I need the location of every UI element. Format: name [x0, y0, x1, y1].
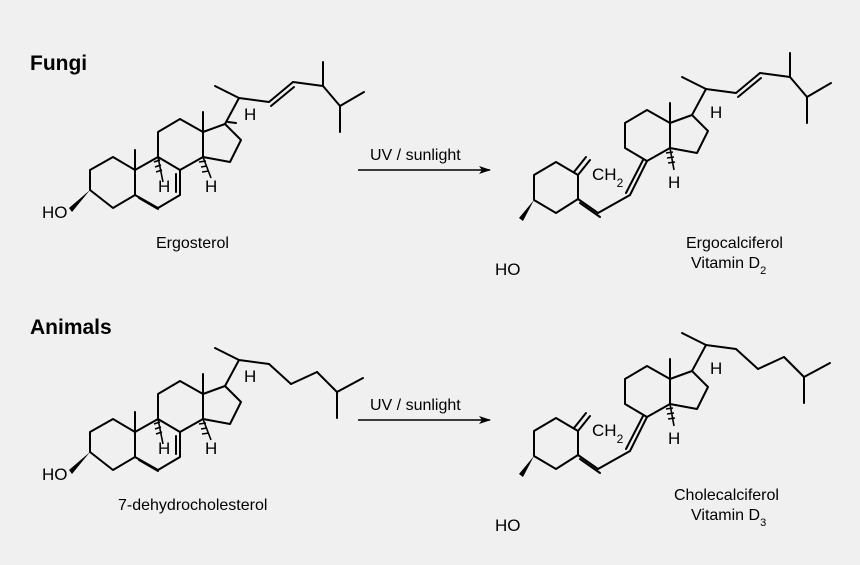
- vitamin-d3-label: Vitamin D3: [691, 507, 766, 529]
- ergocalciferol-structure: [518, 52, 832, 222]
- arrow-label-fungi: UV / sunlight: [370, 147, 461, 164]
- ergocalciferol-hydroxyl-label: HO: [495, 260, 521, 279]
- cholecalciferol-ch2-label: CH2: [592, 421, 624, 446]
- dehydrocholesterol-hydroxyl-label: HO: [42, 465, 68, 484]
- arrow-label-animals: UV / sunlight: [370, 397, 461, 414]
- ergosterol-hydroxyl-label: HO: [42, 203, 68, 222]
- ergosterol-structure: [68, 61, 365, 213]
- cholecalciferol-structure: [518, 332, 831, 478]
- dehydrocholesterol-h9-label: H: [158, 439, 170, 458]
- cholecalciferol-hydroxyl-label: HO: [495, 516, 521, 535]
- ergocalciferol-name: Ergocalciferol: [686, 235, 783, 252]
- ergocalciferol-h17-label: H: [710, 103, 722, 122]
- dehydrocholesterol-h17-label: H: [244, 367, 256, 386]
- ergocalciferol-h14-label: H: [668, 173, 680, 192]
- cholecalciferol-h14-label: H: [668, 429, 680, 448]
- ergosterol-name: Ergosterol: [156, 235, 229, 252]
- group-label-animals: Animals: [30, 316, 112, 339]
- ergosterol-h14-label: H: [205, 177, 217, 196]
- dehydrocholesterol-h14-label: H: [205, 439, 217, 458]
- ergosterol-h9-label: H: [158, 177, 170, 196]
- ergocalciferol-ch2-label: CH2: [592, 165, 624, 190]
- cholecalciferol-h17-label: H: [710, 359, 722, 378]
- group-label-fungi: Fungi: [30, 52, 87, 75]
- dehydrocholesterol-name: 7-dehydrocholesterol: [118, 497, 267, 514]
- ergosterol-h17-label: H: [244, 105, 256, 124]
- cholecalciferol-name: Cholecalciferol: [674, 487, 779, 504]
- vitamin-d2-label: Vitamin D2: [691, 255, 766, 277]
